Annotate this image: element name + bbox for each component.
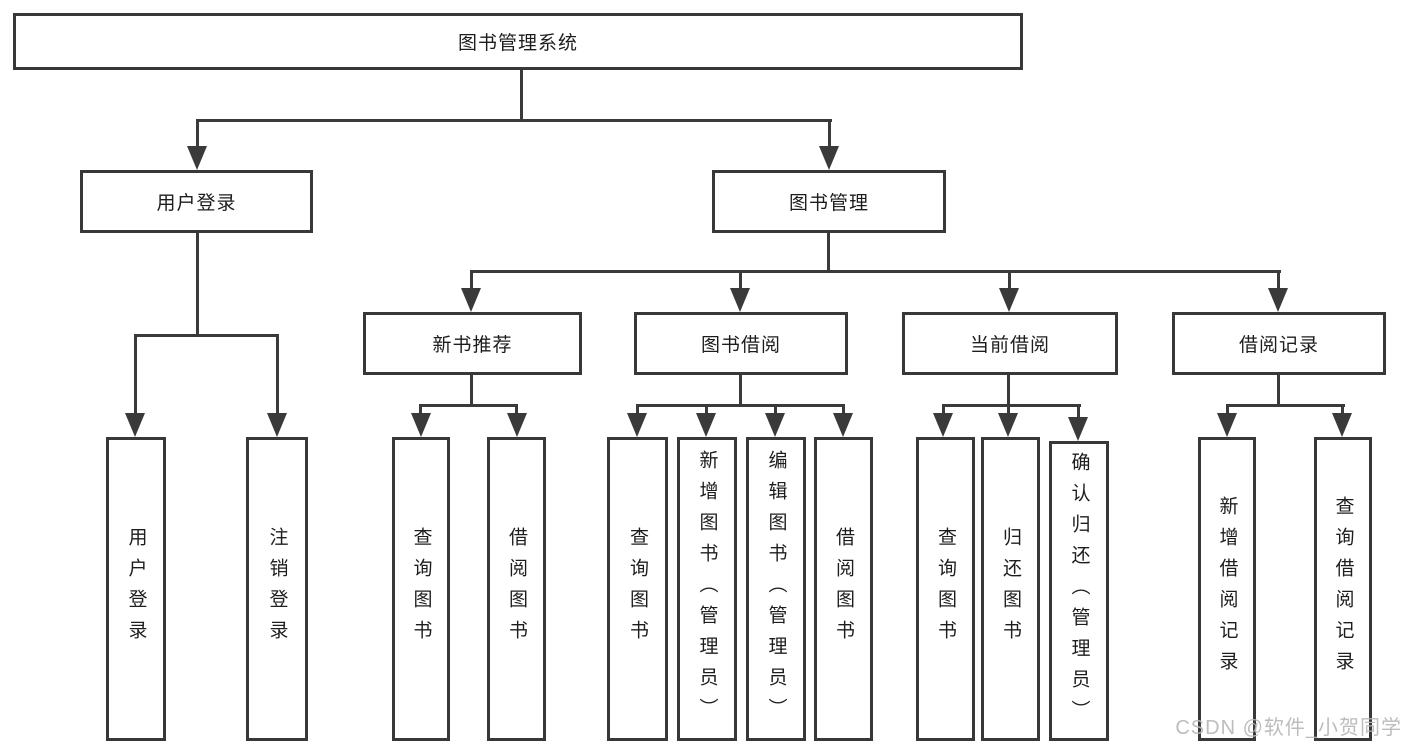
arrow-down-icon: [1068, 417, 1088, 441]
node-label: 查询借阅记录: [1332, 496, 1354, 682]
connector-drop-leaf: [515, 404, 518, 416]
connector-drop-leaf: [842, 404, 845, 416]
arrow-down-icon: [1268, 288, 1288, 312]
node-book-management: 图书管理: [712, 170, 946, 233]
connector-drop-book-mgmt: [828, 119, 831, 149]
leaf-query-books-recommend: 查询图书: [392, 437, 450, 741]
arrow-down-icon: [730, 288, 750, 312]
node-label: 查询图书: [935, 527, 956, 651]
connector-drop-leaf: [419, 404, 422, 416]
leaf-return-book: 归还图书: [981, 437, 1040, 741]
connector-drop-leaf: [1226, 404, 1229, 416]
arrow-down-icon: [125, 413, 145, 437]
connector-drop-current: [1008, 270, 1011, 291]
node-label: 注销登录: [266, 527, 288, 651]
arrow-down-icon: [267, 413, 287, 437]
node-label: 用户登录: [156, 193, 237, 214]
leaf-borrow-books-recommend: 借阅图书: [487, 437, 546, 741]
node-label: 新增图书（管理员）: [696, 449, 718, 729]
node-label: 借阅记录: [1238, 335, 1319, 356]
node-label: 编辑图书（管理员）: [765, 449, 787, 729]
connector-drop-leaf: [1077, 404, 1080, 420]
node-label: 归还图书: [1000, 527, 1021, 651]
node-new-book-recommend: 新书推荐: [363, 312, 582, 375]
node-label: 查询图书: [627, 527, 648, 651]
arrow-down-icon: [998, 413, 1018, 437]
connector-drop-leaf: [942, 404, 945, 416]
node-label: 图书管理系统: [457, 33, 578, 54]
arrow-down-icon: [696, 413, 716, 437]
node-label: 用户登录: [125, 527, 147, 651]
node-label: 图书管理: [788, 193, 869, 214]
leaf-query-books-borrow: 查询图书: [607, 437, 668, 741]
connector-drop-user-login: [196, 119, 199, 149]
leaf-borrow-books: 借阅图书: [814, 437, 873, 741]
connector-borrow-stem: [739, 375, 742, 407]
connector-root-stem: [520, 70, 523, 121]
node-label: 当前借阅: [969, 335, 1050, 356]
connector-borrow-bus: [636, 404, 845, 407]
leaf-edit-book-admin: 编辑图书（管理员）: [746, 437, 806, 741]
arrow-down-icon: [411, 413, 431, 437]
node-label: 查询图书: [410, 527, 432, 651]
connector-drop-borrow: [739, 270, 742, 291]
connector-drop-leaf: [1341, 404, 1344, 416]
connector-book-mgmt-stem: [827, 233, 830, 273]
arrow-down-icon: [933, 413, 953, 437]
node-label: 确认归还（管理员）: [1068, 451, 1090, 731]
connector-drop-leaf: [134, 334, 137, 416]
node-book-borrow: 图书借阅: [634, 312, 848, 375]
node-label: 新增借阅记录: [1216, 496, 1238, 682]
leaf-confirm-return-admin: 确认归还（管理员）: [1049, 441, 1109, 741]
connector-drop-records: [1277, 270, 1280, 291]
arrow-down-icon: [1332, 413, 1352, 437]
leaf-add-book-admin: 新增图书（管理员）: [677, 437, 737, 741]
node-label: 新书推荐: [432, 335, 513, 356]
connector-drop-leaf: [705, 404, 708, 416]
connector-drop-leaf: [276, 334, 279, 416]
node-user-login: 用户登录: [80, 170, 313, 233]
connector-drop-new-book: [470, 270, 473, 291]
arrow-down-icon: [461, 288, 481, 312]
connector-root-bus: [196, 119, 832, 122]
leaf-add-borrow-record: 新增借阅记录: [1198, 437, 1256, 741]
connector-book-mgmt-bus: [470, 270, 1281, 273]
connector-current-stem: [1007, 375, 1010, 407]
node-label: 借阅图书: [506, 527, 527, 651]
arrow-down-icon: [627, 413, 647, 437]
arrow-down-icon: [765, 413, 785, 437]
arrow-down-icon: [999, 288, 1019, 312]
leaf-logout: 注销登录: [246, 437, 308, 741]
arrow-down-icon: [833, 413, 853, 437]
connector-new-book-stem: [470, 375, 473, 407]
node-current-borrow: 当前借阅: [902, 312, 1118, 375]
connector-drop-leaf: [774, 404, 777, 416]
connector-drop-leaf: [636, 404, 639, 416]
leaf-query-borrow-record: 查询借阅记录: [1314, 437, 1372, 741]
connector-user-login-bus: [134, 334, 279, 337]
arrow-down-icon: [819, 146, 839, 170]
leaf-user-login: 用户登录: [106, 437, 166, 741]
connector-new-book-bus: [419, 404, 518, 407]
connector-user-login-stem: [196, 233, 199, 336]
connector-drop-leaf: [1007, 404, 1010, 416]
connector-current-bus: [942, 404, 1081, 407]
arrow-down-icon: [507, 413, 527, 437]
leaf-query-books-current: 查询图书: [916, 437, 975, 741]
arrow-down-icon: [187, 146, 207, 170]
arrow-down-icon: [1217, 413, 1237, 437]
node-library-system-root: 图书管理系统: [13, 13, 1023, 70]
connector-records-stem: [1277, 375, 1280, 407]
node-label: 图书借阅: [700, 335, 781, 356]
connector-records-bus: [1226, 404, 1345, 407]
node-label: 借阅图书: [833, 527, 854, 651]
node-borrow-records: 借阅记录: [1172, 312, 1386, 375]
csdn-watermark: CSDN @软件_小贺同学: [1175, 717, 1402, 739]
